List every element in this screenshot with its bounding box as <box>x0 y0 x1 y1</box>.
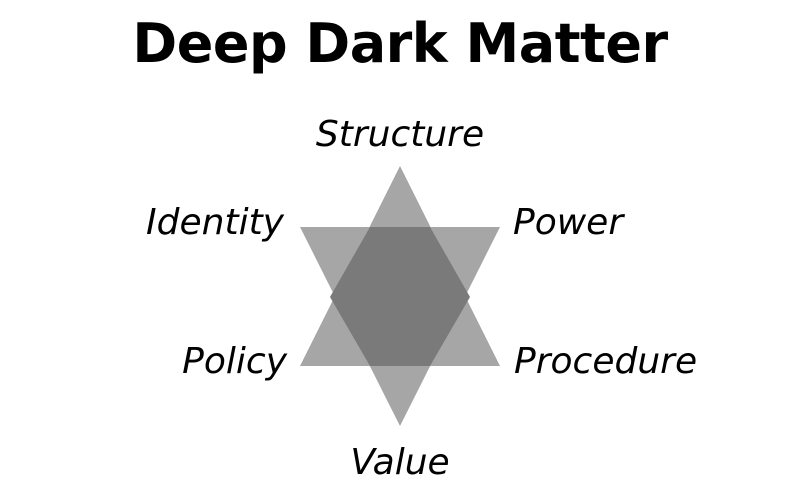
label-policy: Policy <box>182 341 287 382</box>
label-procedure: Procedure <box>514 341 698 382</box>
label-value: Value <box>350 442 450 483</box>
label-identity: Identity <box>146 202 284 243</box>
label-structure: Structure <box>315 114 485 155</box>
page-title: Deep Dark Matter <box>132 12 668 75</box>
overlap-hexagon <box>330 227 470 366</box>
label-power: Power <box>513 202 624 243</box>
